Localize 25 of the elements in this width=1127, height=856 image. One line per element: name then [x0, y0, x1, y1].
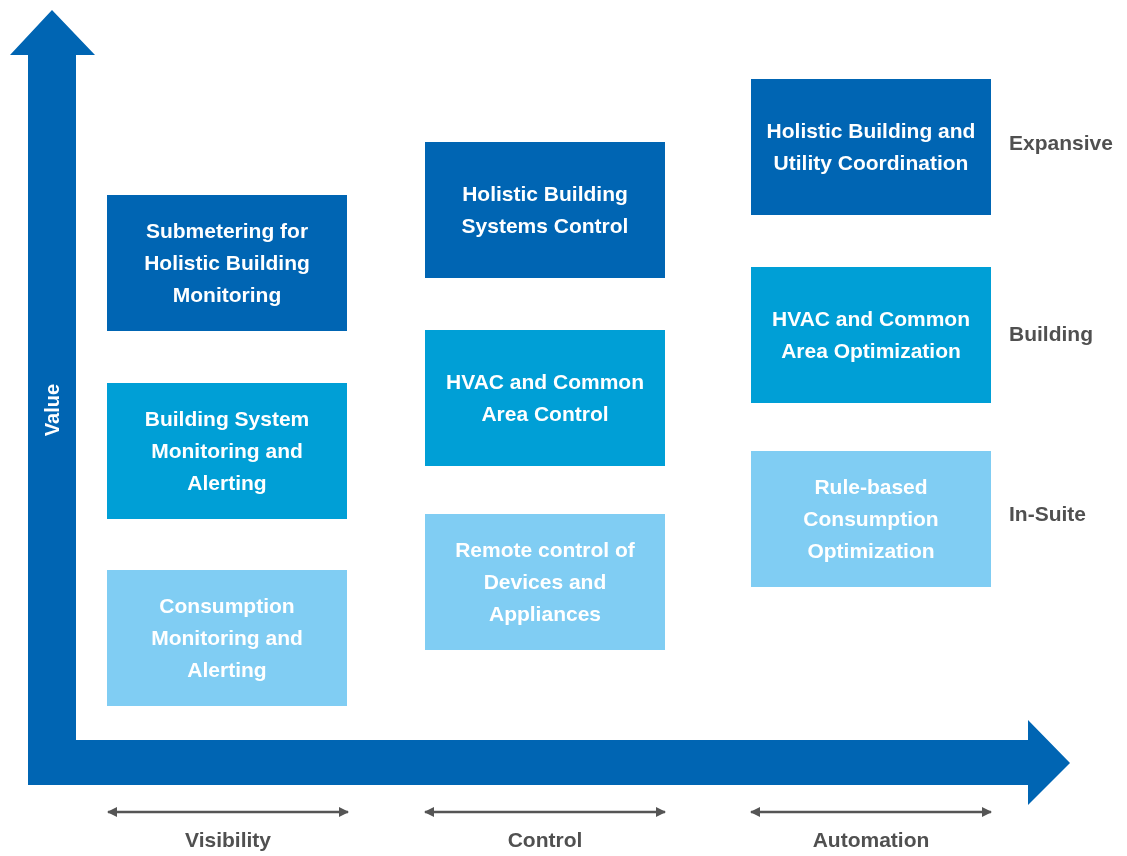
category-box	[425, 514, 665, 650]
category-box	[107, 195, 347, 331]
category-box	[107, 570, 347, 706]
box-text: Building System Monitoring and Alerting	[143, 406, 311, 496]
category-box	[751, 267, 991, 403]
box-text: Remote control of Devices and Appliances	[454, 537, 636, 627]
row-label: Building	[1009, 322, 1093, 346]
category-box	[751, 451, 991, 587]
box-text: Submetering for Holistic Building Monitoring	[143, 218, 311, 308]
axis-label: Value	[40, 383, 64, 437]
column-label: Visibility	[185, 828, 271, 852]
box-text: Holistic Building and Utility Coordination	[765, 118, 977, 176]
box-text: HVAC and Common Area Control	[445, 369, 645, 427]
category-box	[107, 383, 347, 519]
category-box	[751, 79, 991, 215]
column-label: Automation	[812, 828, 930, 852]
row-label: In-Suite	[1009, 502, 1086, 526]
box-text: Rule-based Consumption Optimization	[802, 474, 940, 564]
category-box	[425, 330, 665, 466]
row-label: Expansive	[1009, 131, 1113, 155]
column-label: Control	[507, 828, 583, 852]
box-text: Consumption Monitoring and Alerting	[150, 593, 304, 683]
box-text: HVAC and Common Area Optimization	[771, 306, 971, 364]
category-box	[425, 142, 665, 278]
box-text: Holistic Building Systems Control	[460, 181, 630, 239]
